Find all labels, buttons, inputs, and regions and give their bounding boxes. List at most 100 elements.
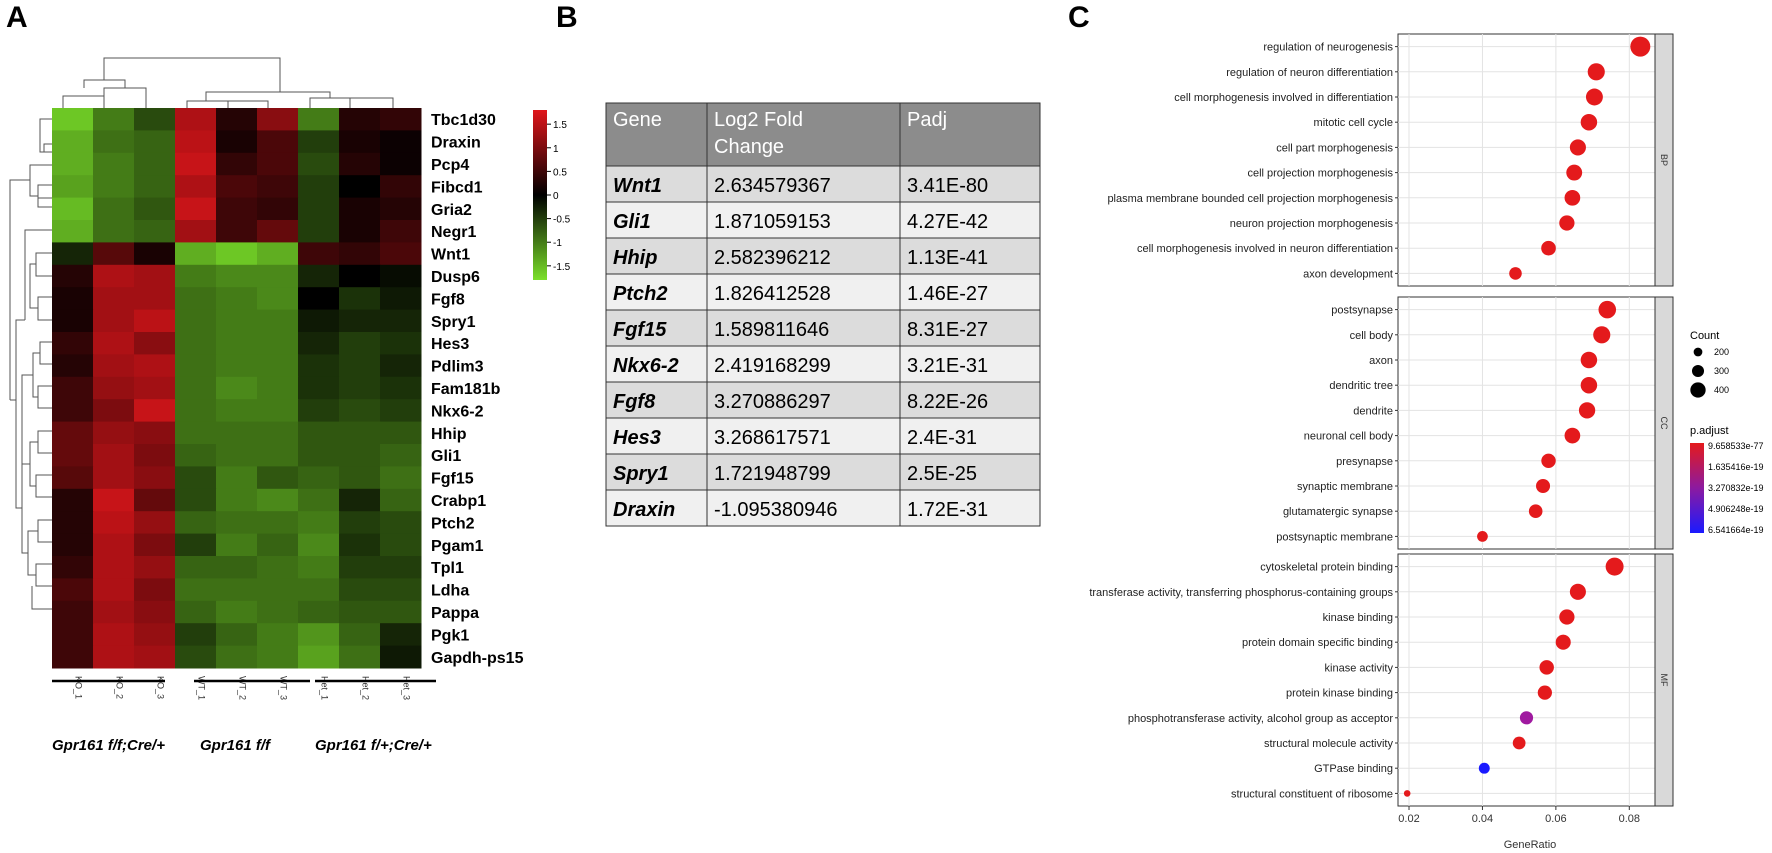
go-term-label: mitotic cell cycle: [1314, 117, 1393, 129]
go-term-dot: [1478, 762, 1490, 774]
heatmap-cell: [380, 287, 422, 311]
go-term-label: plasma membrane bounded cell projection …: [1107, 193, 1393, 205]
heatmap-row-labels: Tbc1d30DraxinPcp4Fibcd1Gria2Negr1Wnt1Dus…: [431, 112, 524, 667]
heatmap-cell: [134, 376, 176, 400]
heatmap-cell: [257, 376, 299, 400]
go-term-label: cell morphogenesis involved in different…: [1174, 92, 1393, 104]
heatmap-cell: [257, 175, 299, 199]
heatmap-cell: [52, 175, 94, 199]
heatmap-cell: [339, 533, 381, 557]
heatmap-cell: [52, 376, 94, 400]
go-term-label: presynapse: [1336, 456, 1393, 468]
heatmap-cell: [298, 108, 340, 131]
heatmap-group-labels: Gpr161 f/f;Cre/+ Gpr161 f/f Gpr161 f/+;C…: [52, 679, 436, 754]
heatmap-cell: [216, 645, 258, 669]
heatmap-cell: [175, 488, 217, 512]
heatmap-row-label: Pdlim3: [431, 359, 484, 376]
go-term-label: regulation of neuron differentiation: [1226, 67, 1393, 79]
heatmap-cell: [298, 511, 340, 535]
heatmap-color-scale: [533, 110, 547, 280]
heatmap-cell: [52, 287, 94, 311]
heatmap-panel: Tbc1d30DraxinPcp4Fibcd1Gria2Negr1Wnt1Dus…: [9, 57, 571, 754]
heatmap-cell: [257, 108, 299, 131]
scale-tick-label: -1: [553, 238, 562, 249]
table-header-cell: Padj: [907, 109, 947, 131]
heatmap-cell: [380, 354, 422, 378]
heatmap-cell: [93, 309, 135, 333]
heatmap-cell: [257, 466, 299, 490]
heatmap-cell: [175, 332, 217, 355]
table-value-cell: 2.419168299: [714, 355, 831, 377]
heatmap-cell: [134, 175, 176, 199]
heatmap-cell: [298, 197, 340, 221]
heatmap-cell: [298, 175, 340, 199]
go-term-label: kinase activity: [1325, 662, 1394, 674]
heatmap-cell: [257, 444, 299, 467]
go-term-label: dendrite: [1353, 405, 1393, 417]
heatmap-cell: [134, 466, 176, 490]
dotplot-x-tick-label: 0.02: [1398, 813, 1419, 825]
heatmap-cell: [134, 152, 176, 176]
heatmap-row-label: Crabp1: [431, 493, 486, 510]
heatmap-cell: [298, 600, 340, 624]
heatmap-cell: [339, 421, 381, 445]
heatmap-cell: [134, 623, 176, 647]
heatmap-cell: [175, 354, 217, 378]
heatmap-cell: [52, 578, 94, 602]
panel-letter-c: C: [1068, 1, 1090, 34]
go-term-label: kinase binding: [1323, 612, 1393, 624]
go-term-label: protein domain specific binding: [1242, 637, 1393, 649]
heatmap-cell: [216, 197, 258, 221]
heatmap-cell: [216, 264, 258, 288]
padjust-legend: p.adjust 9.658533e-771.635416e-193.27083…: [1690, 425, 1764, 535]
column-dendrogram: [62, 57, 394, 108]
dotplot-x-tick-label: 0.04: [1472, 813, 1493, 825]
go-term-label: cell body: [1350, 330, 1394, 342]
go-term-label: structural molecule activity: [1264, 738, 1393, 750]
padjust-legend-labels: 9.658533e-771.635416e-193.270832e-194.90…: [1708, 441, 1764, 535]
heatmap-cell: [298, 444, 340, 467]
table-row: [606, 490, 1040, 526]
heatmap-row-label: Draxin: [431, 135, 481, 152]
heatmap-cell: [339, 511, 381, 535]
go-term-label: postsynaptic membrane: [1276, 531, 1393, 543]
table-value-cell: 3.268617571: [714, 427, 831, 449]
count-legend-label: 400: [1714, 385, 1729, 395]
table-row: [606, 346, 1040, 382]
heatmap-cell: [175, 242, 217, 266]
heatmap-cell: [52, 354, 94, 378]
heatmap-cell: [298, 332, 340, 355]
heatmap-cell: [380, 399, 422, 423]
heatmap-cell: [257, 600, 299, 624]
heatmap-cell: [257, 152, 299, 176]
heatmap-cell: [298, 242, 340, 266]
heatmap-cell: [380, 421, 422, 445]
padjust-legend-title: p.adjust: [1690, 425, 1729, 437]
heatmap-cell: [134, 533, 176, 557]
go-term-label: transferase activity, transferring phosp…: [1089, 587, 1393, 599]
table-gene-cell: Nkx6-2: [613, 355, 679, 377]
heatmap-row-label: Pgam1: [431, 538, 484, 555]
heatmap-cell: [257, 399, 299, 423]
go-term-dot: [1559, 609, 1575, 625]
table-value-cell: 2.5E-25: [907, 463, 977, 485]
heatmap-cell: [216, 488, 258, 512]
heatmap-cell: [52, 264, 94, 288]
heatmap-cell: [339, 376, 381, 400]
heatmap-cell: [216, 421, 258, 445]
go-term-label: cytoskeletal protein binding: [1260, 562, 1393, 574]
padjust-color-bar: [1690, 443, 1704, 533]
table-value-cell: 4.27E-42: [907, 211, 988, 233]
heatmap-cell: [93, 264, 135, 288]
heatmap-cell: [175, 287, 217, 311]
heatmap-cell: [339, 264, 381, 288]
heatmap-cell: [93, 242, 135, 266]
group-label-ko: Gpr161 f/f;Cre/+: [52, 737, 165, 754]
table-row: [606, 202, 1040, 238]
heatmap-cell: [257, 332, 299, 355]
heatmap-cell: [380, 152, 422, 176]
heatmap-row-label: Tbc1d30: [431, 112, 496, 129]
go-term-dot: [1512, 736, 1526, 750]
